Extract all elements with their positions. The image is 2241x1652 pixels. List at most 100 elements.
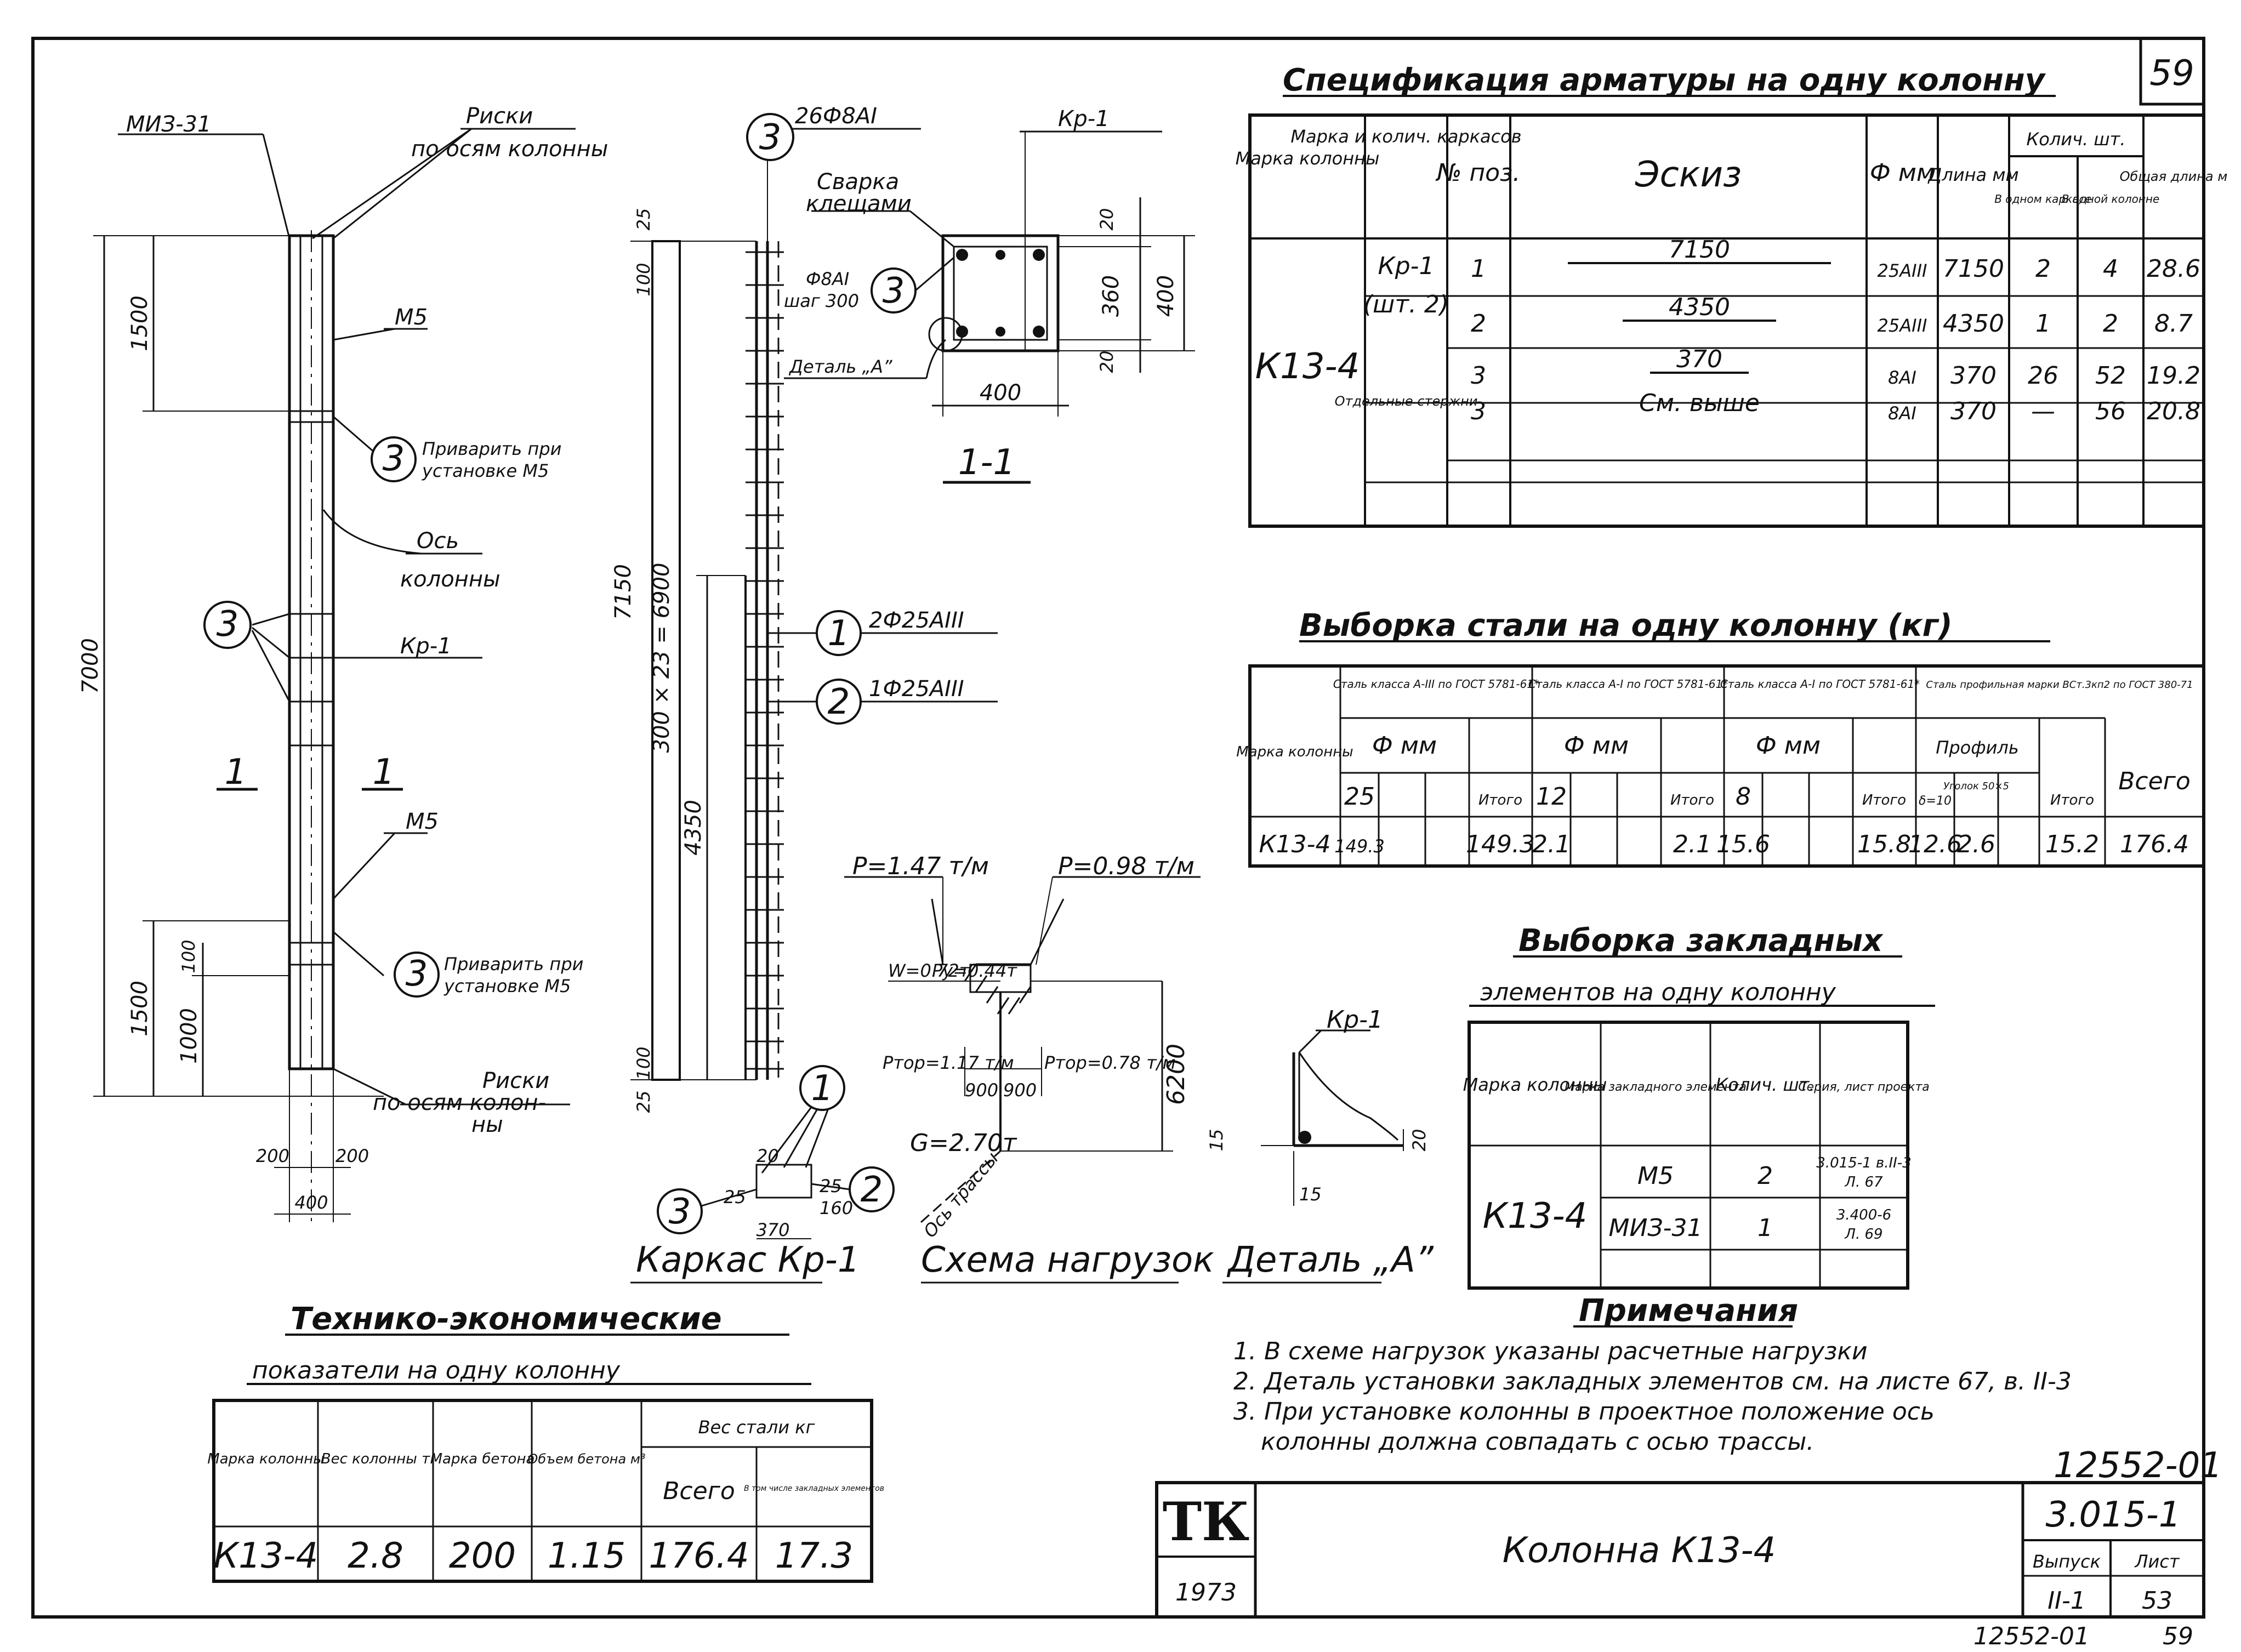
dim-200: 200: [256, 1146, 289, 1166]
tep-text: Технико-экономические показатели на одну…: [207, 1301, 884, 1576]
spec-total: 20.8: [2147, 397, 2200, 425]
emb-h-el: Марка закладного элемента: [1565, 1080, 1747, 1094]
weld-note-b2: установке М5: [443, 976, 571, 996]
tep-weight: 2.8: [348, 1536, 403, 1576]
spec-total: 8.7: [2154, 310, 2193, 338]
section-1-1: [784, 130, 1195, 484]
weld-note-b: Приварить при: [444, 954, 583, 975]
dim-25-det2: 25: [820, 1176, 842, 1197]
steel-g3: Сталь класса А-I по ГОСТ 5781-61*: [1720, 677, 1920, 691]
spec-qty-col: 4: [2103, 255, 2118, 283]
tep-mark: К13-4: [214, 1536, 318, 1576]
steel-itogo-1: Итого: [1478, 792, 1522, 808]
steel-title: Выборка стали на одну колонну (кг): [1299, 608, 1953, 643]
stirrup-step: шаг 300: [784, 290, 859, 311]
embedded-title: Выборка закладных: [1518, 923, 1884, 959]
steel-d25: 25: [1344, 783, 1375, 811]
note-2: 2. Деталь установки закладных элементов …: [1233, 1368, 2072, 1395]
frame-kr1: [630, 113, 998, 1284]
axis-label-2: колонны: [400, 567, 500, 592]
spec-diam: 25АIII: [1878, 315, 1927, 336]
emb-series: 3.400-6: [1836, 1207, 1891, 1223]
notes-title: Примечания: [1579, 1293, 1798, 1329]
dim-20-det-a: 20: [1409, 1129, 1430, 1152]
dim-20-det: 20: [757, 1146, 779, 1166]
sheet-label: Лист: [2134, 1551, 2180, 1572]
h-diam: Ф мм: [1870, 159, 1935, 187]
steel-v1: 149.3: [1334, 836, 1385, 857]
spec-len: 7150: [1943, 255, 2004, 283]
spec-sketch: 4350: [1669, 293, 1730, 321]
dim-4350: 4350: [681, 800, 706, 856]
weld-tongs-2: клещами: [806, 191, 912, 217]
dim-400-h: 400: [980, 380, 1021, 406]
h-total-len: Общая длина м: [2120, 169, 2228, 184]
steel-profile: Профиль: [1936, 737, 2018, 758]
column-elevation: [93, 128, 576, 1222]
sheet-number: 59: [2149, 53, 2194, 94]
spec-diam: 8АI: [1888, 367, 1916, 388]
emb-h-ser: Серия, лист проекта: [1798, 1080, 1930, 1094]
risks-bottom-3: ны: [471, 1112, 503, 1137]
note-1: 1. В схеме нагрузок указаны расчетные на…: [1233, 1337, 1868, 1365]
stirrup-label: 26Ф8АI: [795, 104, 877, 129]
steel-g2: Сталь класса А-I по ГОСТ 5781-61*: [1528, 677, 1728, 691]
steel-col-mark: Марка колонны: [1236, 744, 1353, 760]
steel-t2: 2.1: [1673, 830, 1711, 858]
marker-3d: 3: [669, 1192, 691, 1232]
dim-25-top: 25: [633, 208, 654, 231]
emb-element: МИЗ-31: [1609, 1214, 1703, 1242]
steel-text: Выборка стали на одну колонну (кг) Марка…: [1236, 608, 2193, 858]
emb-h-col: Марка колонны: [1463, 1074, 1607, 1095]
dim-6900: 300 × 23 = 6900: [649, 563, 674, 753]
tep-h-vol: Объем бетона м³: [527, 1451, 645, 1467]
spec-loose: Отдельные стержни: [1335, 394, 1478, 409]
title-block: ТК 1973 Колонна К13-4 3.015-1 12552-01 В…: [1155, 1445, 2222, 1619]
steel-row-mark: К13-4: [1259, 830, 1330, 858]
dim-400-v: 400: [1153, 275, 1179, 317]
load-p2: Р=0.98 т/м: [1058, 852, 1195, 880]
dim-400: 400: [294, 1192, 328, 1213]
load-pt1: Pтор=1.17 т/м: [883, 1052, 1014, 1073]
title-name: Колонна К13-4: [1503, 1530, 1776, 1571]
load-py: Ру=0.44т: [932, 960, 1017, 981]
steel-v2: 2.1: [1532, 830, 1571, 858]
spec-qty-frame: 2: [2035, 255, 2051, 283]
emb-h-qty: Колич. шт.: [1716, 1074, 1815, 1095]
tep-steel-incl: 17.3: [775, 1536, 854, 1576]
spec-len: 4350: [1943, 310, 2004, 338]
spec-qty-frame: 1: [2035, 310, 2051, 338]
notes: Примечания 1. В схеме нагрузок указаны р…: [1233, 1293, 2072, 1456]
footer-code: 12552-01: [1973, 1622, 2090, 1650]
steel-itogo-2: Итого: [1670, 792, 1714, 808]
dim-7150: 7150: [611, 564, 636, 620]
sheet-number-box: [2139, 37, 2205, 106]
steel-all: 176.4: [2120, 830, 2189, 858]
rebar-spec-text: Спецификация арматуры на одну колонну Ма…: [1236, 62, 2228, 409]
dim-100-bot: 100: [633, 1046, 654, 1080]
axis-label: Ось: [417, 528, 459, 554]
tep-h-steel: Вес стали кг: [698, 1417, 815, 1438]
bar2-label: 1Ф25АIII: [869, 676, 964, 702]
spec-frame: Кр-1: [1378, 252, 1434, 280]
spec-qty-col: 52: [2095, 362, 2126, 390]
steel-g4: Сталь профильная марки ВСт.3кп2 по ГОСТ …: [1926, 679, 2193, 691]
title-code: 12552-01: [2054, 1445, 2222, 1486]
marker-3c: 3: [217, 604, 239, 645]
dim-15b: 15: [1299, 1184, 1322, 1205]
frame-labels: 3 26Ф8АI 100 25 100 25 7150 300 × 23 = 6…: [611, 104, 964, 1280]
h-qty-col: В одной колонне: [2062, 192, 2160, 206]
detail-caption: Деталь „А”: [1226, 1240, 1434, 1280]
spec-pos: 1: [1471, 255, 1486, 283]
load-p1: Р=1.47 т/м: [852, 852, 989, 880]
detail-a-ref: Деталь „А”: [788, 356, 892, 377]
steel-t3: 15.8: [1857, 830, 1911, 858]
m5-label: М5: [395, 305, 428, 330]
section-caption: 1-1: [958, 442, 1016, 483]
marker-1b: 1: [811, 1068, 834, 1109]
marker-3e: 3: [883, 271, 905, 311]
frame-caption: Каркас Кр-1: [636, 1240, 860, 1280]
detail-kr: Кр-1: [1327, 1006, 1383, 1034]
